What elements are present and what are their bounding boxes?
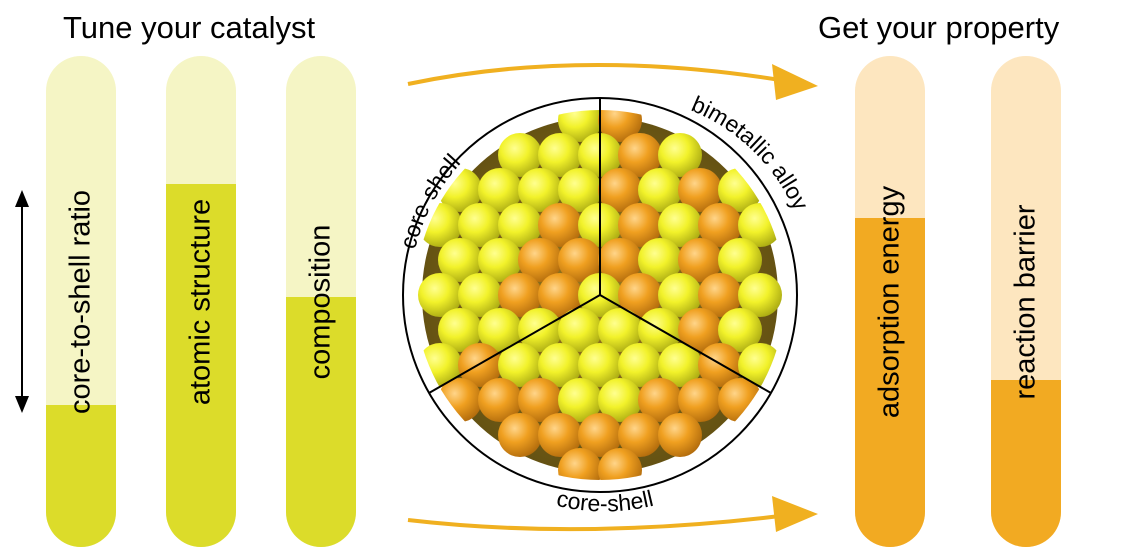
atom bbox=[618, 133, 662, 177]
bar-reaction-barrier: reaction barrier bbox=[991, 56, 1061, 547]
bar-fill-composition bbox=[286, 296, 356, 547]
bar-core-to-shell-ratio: core-to-shell ratio bbox=[46, 56, 116, 547]
atom bbox=[678, 238, 722, 282]
atom bbox=[478, 168, 522, 212]
atom bbox=[498, 203, 542, 247]
atom bbox=[558, 168, 602, 212]
sector-label-core-shell-bottom: core-shell bbox=[554, 485, 655, 517]
atom bbox=[618, 203, 662, 247]
atom bbox=[578, 343, 622, 387]
atom bbox=[658, 413, 702, 457]
atom bbox=[698, 343, 742, 387]
atom bbox=[598, 238, 642, 282]
atom bbox=[478, 308, 522, 352]
atom bbox=[638, 378, 682, 422]
bar-composition: composition bbox=[286, 56, 356, 547]
bar-fill-reaction-barrier bbox=[991, 380, 1061, 547]
atom bbox=[658, 203, 702, 247]
atom bbox=[698, 203, 742, 247]
atom bbox=[558, 308, 602, 352]
atom bbox=[478, 238, 522, 282]
atom bbox=[538, 203, 582, 247]
atom bbox=[678, 308, 722, 352]
atom bbox=[538, 133, 582, 177]
atom bbox=[518, 378, 562, 422]
atom bbox=[498, 413, 542, 457]
atom bbox=[618, 413, 662, 457]
atom bbox=[458, 343, 502, 387]
atom bbox=[618, 343, 662, 387]
bar-fill-adsorption-energy bbox=[855, 218, 925, 547]
atom bbox=[558, 378, 602, 422]
atom bbox=[518, 168, 562, 212]
atom bbox=[478, 378, 522, 422]
atom bbox=[598, 308, 642, 352]
atom bbox=[558, 110, 602, 142]
atom bbox=[458, 203, 502, 247]
atom bbox=[598, 110, 642, 142]
bar-atomic-structure: atomic structure bbox=[166, 56, 236, 547]
atom bbox=[538, 413, 582, 457]
atom bbox=[718, 238, 762, 282]
atom bbox=[578, 413, 622, 457]
atom bbox=[498, 343, 542, 387]
double-arrow-icon bbox=[15, 190, 29, 413]
atom bbox=[678, 378, 722, 422]
atom bbox=[498, 273, 542, 317]
atom bbox=[618, 273, 662, 317]
atom bbox=[438, 238, 482, 282]
bar-fill-core-to-shell-ratio bbox=[46, 404, 116, 547]
atom bbox=[538, 343, 582, 387]
atom bbox=[658, 133, 702, 177]
atom bbox=[638, 238, 682, 282]
atom bbox=[718, 308, 762, 352]
atom bbox=[658, 343, 702, 387]
heading-tune-catalyst: Tune your catalyst bbox=[63, 10, 316, 45]
atom bbox=[598, 448, 642, 480]
atom bbox=[558, 448, 602, 480]
atom bbox=[458, 273, 502, 317]
bar-adsorption-energy: adsorption energy bbox=[855, 56, 925, 547]
atom bbox=[598, 168, 642, 212]
atom bbox=[658, 273, 702, 317]
atom bbox=[698, 273, 742, 317]
atom bbox=[518, 238, 562, 282]
atom bbox=[418, 273, 462, 317]
atom bbox=[738, 273, 782, 317]
top-curved-arrow-icon bbox=[407, 62, 818, 100]
bottom-curved-arrow-icon bbox=[407, 496, 818, 532]
atom bbox=[558, 238, 602, 282]
atom bbox=[638, 168, 682, 212]
atom bbox=[438, 308, 482, 352]
heading-get-property: Get your property bbox=[818, 10, 1060, 45]
atom bbox=[498, 133, 542, 177]
atom bbox=[678, 168, 722, 212]
atom bbox=[598, 378, 642, 422]
sector-outline bbox=[402, 97, 798, 493]
atom bbox=[538, 273, 582, 317]
bar-fill-atomic-structure bbox=[166, 183, 236, 547]
